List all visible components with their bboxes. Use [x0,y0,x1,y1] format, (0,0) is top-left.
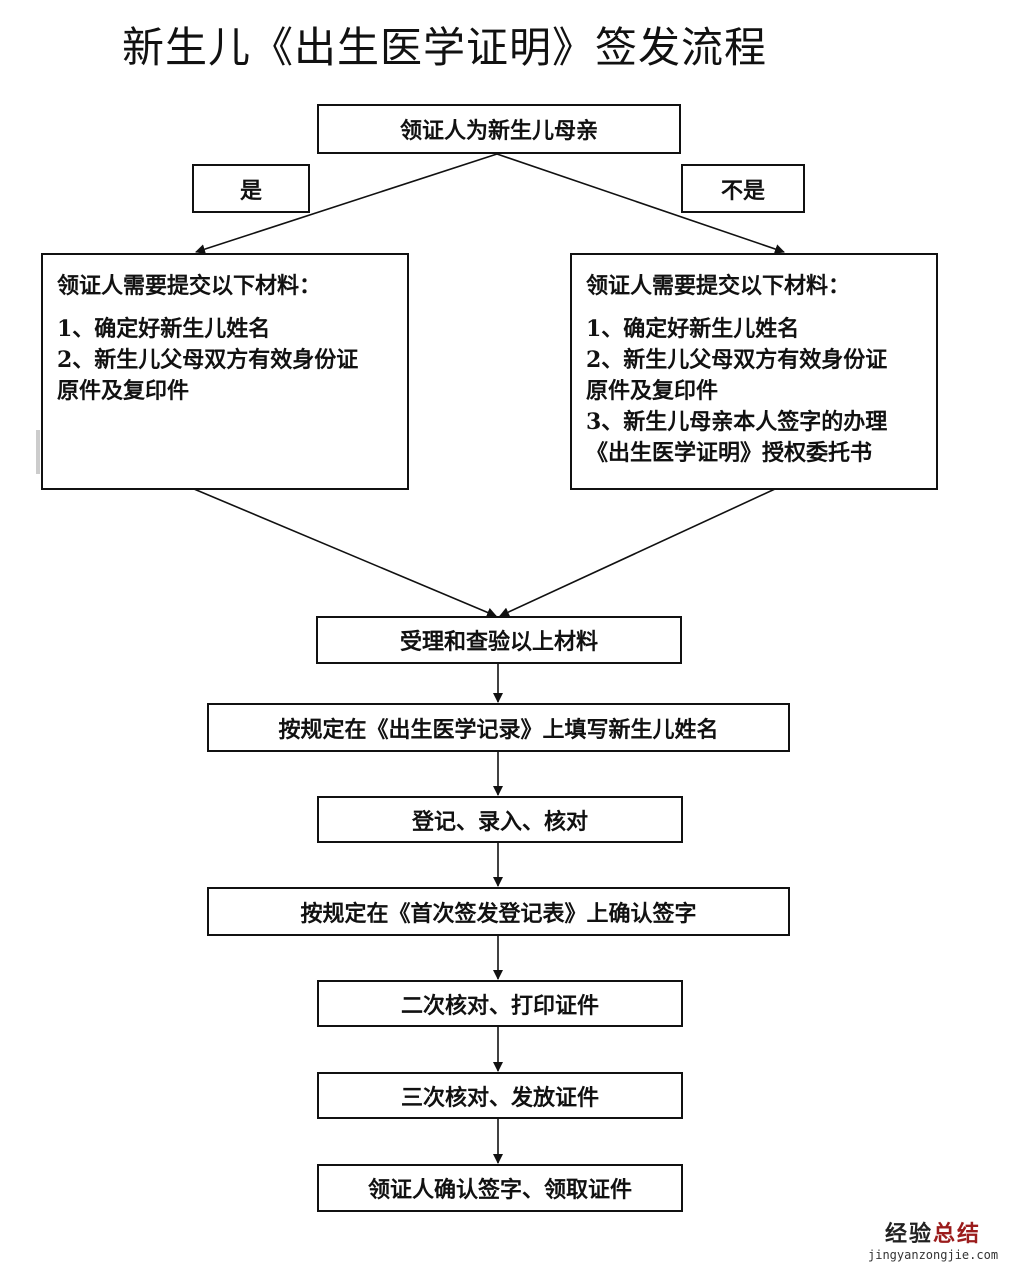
yes-label-box: 是 [192,164,310,213]
yes-branch-materials: 领证人需要提交以下材料： 1、确定好新生儿姓名 2、新生儿父母双方有效身份证 原… [41,253,409,490]
arrow-to-no-branch [496,153,785,254]
step-1: 受理和查验以上材料 [316,616,682,664]
no-label: 不是 [720,177,765,204]
step-label: 领证人确认签字、领取证件 [367,1177,632,1203]
step-6: 三次核对、发放证件 [317,1072,683,1119]
step-5: 二次核对、打印证件 [317,980,683,1027]
no-label-box: 不是 [681,164,805,213]
arrow-to-yes-branch [195,153,498,254]
materials-item: 原件及复印件 [586,378,719,404]
step-label: 受理和查验以上材料 [399,629,598,655]
yes-label: 是 [239,177,262,204]
decision-question: 领证人为新生儿母亲 [399,118,598,144]
watermark: 经验总结 jingyanzongjie.com [868,1216,998,1262]
materials-item: 原件及复印件 [57,378,190,404]
materials-item: 2、新生儿父母双方有效身份证 [586,347,888,373]
no-branch-materials: 领证人需要提交以下材料： 1、确定好新生儿姓名 2、新生儿父母双方有效身份证 原… [570,253,938,490]
step-label: 三次核对、发放证件 [400,1084,599,1111]
materials-heading: 领证人需要提交以下材料： [57,273,322,299]
watermark-logo: 经验总结 [868,1216,998,1248]
arrow-no-to-step1 [499,488,776,617]
step-4: 按规定在《首次签发登记表》上确认签字 [207,887,790,936]
step-3: 登记、录入、核对 [317,796,683,843]
materials-item: 1、确定好新生儿姓名 [586,316,800,342]
watermark-text-b: 总结 [933,1222,982,1247]
step-label: 登记、录入、核对 [411,808,588,835]
step-label: 二次核对、打印证件 [400,992,599,1019]
scan-artifact [36,430,40,474]
materials-item: 《出生医学证明》授权委托书 [586,440,873,466]
decision-box: 领证人为新生儿母亲 [317,104,681,154]
materials-item: 2、新生儿父母双方有效身份证 [57,347,359,373]
page-title: 新生儿《出生医学证明》签发流程 [122,23,768,72]
materials-item: 3、新生儿母亲本人签字的办理 [586,409,888,435]
arrow-yes-to-step1 [193,488,497,618]
step-label: 按规定在《首次签发登记表》上确认签字 [300,900,697,927]
step-2: 按规定在《出生医学记录》上填写新生儿姓名 [207,703,790,752]
watermark-text-a: 经验 [885,1222,934,1247]
watermark-url: jingyanzongjie.com [868,1248,999,1262]
materials-heading: 领证人需要提交以下材料： [586,273,851,299]
step-label: 按规定在《出生医学记录》上填写新生儿姓名 [278,716,719,743]
materials-item: 1、确定好新生儿姓名 [57,316,271,342]
step-7: 领证人确认签字、领取证件 [317,1164,683,1212]
